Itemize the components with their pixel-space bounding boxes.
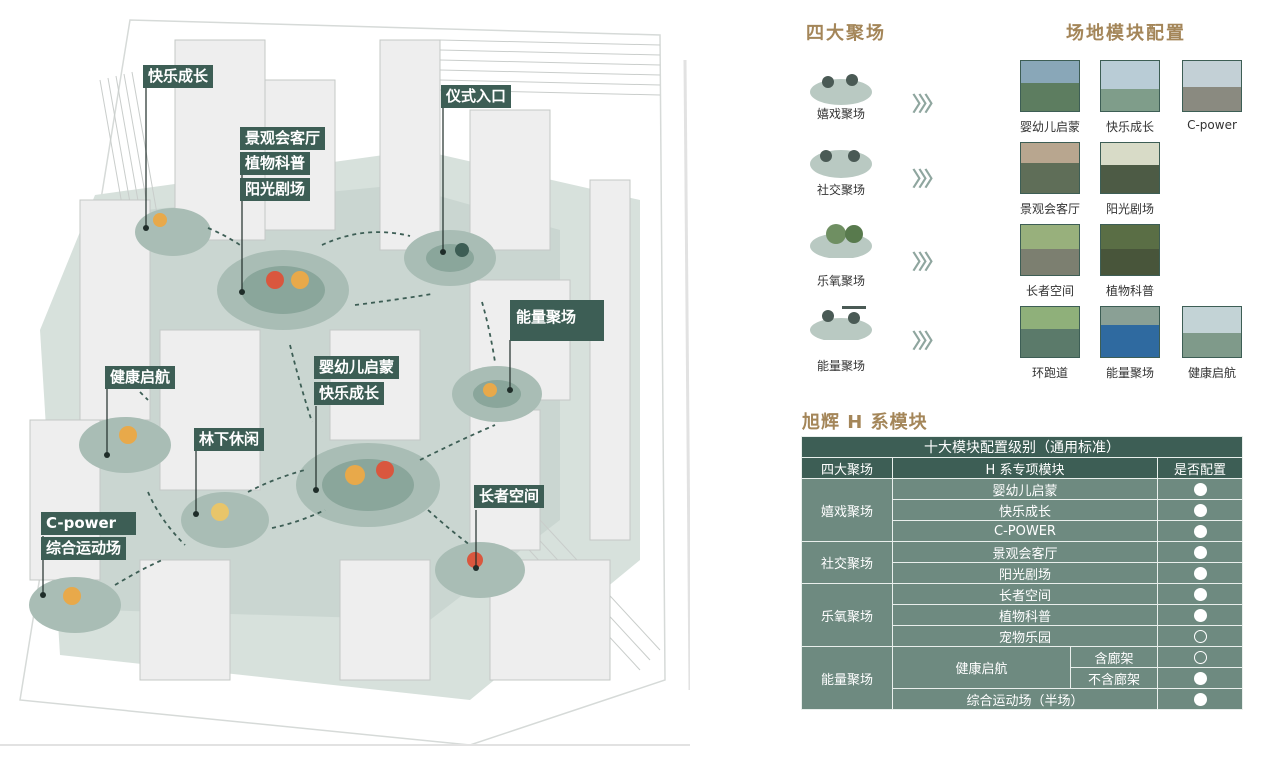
module-plant-science: 植物科普 <box>892 604 1158 626</box>
module-with-pergola: 含廊架 <box>1070 646 1158 668</box>
arrow-2: 〉〉〉 <box>912 167 944 191</box>
photo-caption-sun-theater: 阳光剧场 <box>1105 202 1154 216</box>
label-happy-growth: 快乐成长 <box>143 65 214 88</box>
group-caption-energy: 能量聚场 <box>816 359 865 373</box>
cat-energy: 能量聚场 <box>801 646 893 710</box>
config-indicator <box>1193 692 1207 706</box>
arrow-4: 〉〉〉 <box>912 329 944 353</box>
module-happy-growth: 快乐成长 <box>892 499 1158 521</box>
photo-caption-plant-science: 植物科普 <box>1105 284 1154 298</box>
header-configured: 是否配置 <box>1157 457 1243 479</box>
module-config-table: 十大模块配置级别（通用标准） 四大聚场 H 系专项模块 是否配置 嬉戏聚场 婴幼… <box>801 436 1243 710</box>
module-without-pergola: 不含廊架 <box>1070 667 1158 689</box>
config-indicator <box>1193 629 1207 643</box>
photo-infant <box>1020 60 1080 112</box>
photo-c-power <box>1182 60 1242 112</box>
module-sun-theater: 阳光剧场 <box>892 562 1158 584</box>
energy-gathering-illustration <box>810 306 872 340</box>
label-sun-theater: 阳光剧场 <box>240 178 311 201</box>
cat-play: 嬉戏聚场 <box>801 478 893 542</box>
table-title: 十大模块配置级别（通用标准） <box>801 436 1243 458</box>
module-infant: 婴幼儿启蒙 <box>892 478 1158 500</box>
header-gathering: 四大聚场 <box>801 457 893 479</box>
config-indicator <box>1193 608 1207 622</box>
photo-caption-healthy-voyage: 健康启航 <box>1187 366 1236 380</box>
config-indicator <box>1193 650 1207 664</box>
group-caption-social: 社交聚场 <box>816 183 865 197</box>
config-indicator <box>1193 503 1207 517</box>
label-infant-enlightenment: 婴幼儿启蒙 <box>314 356 400 379</box>
label-c-power: C-power <box>41 512 137 535</box>
config-indicator <box>1193 587 1207 601</box>
module-pet-park: 宠物乐园 <box>892 625 1158 647</box>
photo-sun-theater <box>1100 142 1160 194</box>
module-title: 旭辉 H 系模块 <box>802 412 928 433</box>
label-energy-gathering: 能量聚场 <box>510 300 605 341</box>
social-gathering-illustration <box>810 150 872 178</box>
title-four-gatherings: 四大聚场 <box>806 23 886 44</box>
label-plant-science: 植物科普 <box>240 152 311 175</box>
photo-elder-space <box>1020 224 1080 276</box>
title-site-modules: 场地模块配置 <box>1066 23 1186 44</box>
group-caption-play: 嬉戏聚场 <box>816 107 865 121</box>
play-gathering-illustration <box>810 74 872 105</box>
label-sports-field: 综合运动场 <box>41 537 127 560</box>
label-forest-leisure: 林下休闲 <box>194 428 265 451</box>
module-healthy-voyage: 健康启航 <box>892 646 1071 689</box>
cat-oxygen: 乐氧聚场 <box>801 583 893 647</box>
photo-caption-elder-space: 长者空间 <box>1025 284 1074 298</box>
config-indicator <box>1193 671 1207 685</box>
photo-caption-landscape-lounge: 景观会客厅 <box>1019 202 1080 216</box>
photo-caption-c-power: C-power <box>1187 118 1237 132</box>
config-indicator <box>1193 524 1207 538</box>
master-plan: 快乐成长 仪式入口 景观会客厅 植物科普 阳光剧场 能量聚场 健康启航 婴幼儿启… <box>0 19 692 746</box>
config-indicator <box>1193 545 1207 559</box>
config-indicator <box>1193 482 1207 496</box>
label-elder-space: 长者空间 <box>474 485 545 508</box>
module-c-power: C-POWER <box>892 520 1158 542</box>
cat-social: 社交聚场 <box>801 541 893 584</box>
arrow-1: 〉〉〉 <box>912 92 944 116</box>
photo-happy-growth <box>1100 60 1160 112</box>
label-happy-growth-2: 快乐成长 <box>314 382 385 405</box>
photo-caption-happy-growth: 快乐成长 <box>1105 120 1154 134</box>
label-entrance: 仪式入口 <box>441 85 512 108</box>
photo-energy-field <box>1100 306 1160 358</box>
photo-caption-energy-field: 能量聚场 <box>1105 366 1154 380</box>
config-indicator <box>1193 566 1207 580</box>
photo-caption-infant: 婴幼儿启蒙 <box>1019 120 1080 134</box>
arrow-3: 〉〉〉 <box>912 250 944 274</box>
photo-plant-science <box>1100 224 1160 276</box>
photo-running-track <box>1020 306 1080 358</box>
label-healthy-voyage: 健康启航 <box>105 366 176 389</box>
oxygen-gathering-illustration <box>810 224 872 258</box>
module-sports-field: 综合运动场（半场） <box>892 688 1158 710</box>
module-elder-space: 长者空间 <box>892 583 1158 605</box>
group-caption-oxygen: 乐氧聚场 <box>816 274 865 288</box>
photo-healthy-voyage <box>1182 306 1242 358</box>
header-module: H 系专项模块 <box>892 457 1158 479</box>
photo-landscape-lounge <box>1020 142 1080 194</box>
module-landscape-lounge: 景观会客厅 <box>892 541 1158 563</box>
photo-caption-running-track: 环跑道 <box>1031 366 1068 380</box>
label-landscape-lounge: 景观会客厅 <box>240 127 326 150</box>
